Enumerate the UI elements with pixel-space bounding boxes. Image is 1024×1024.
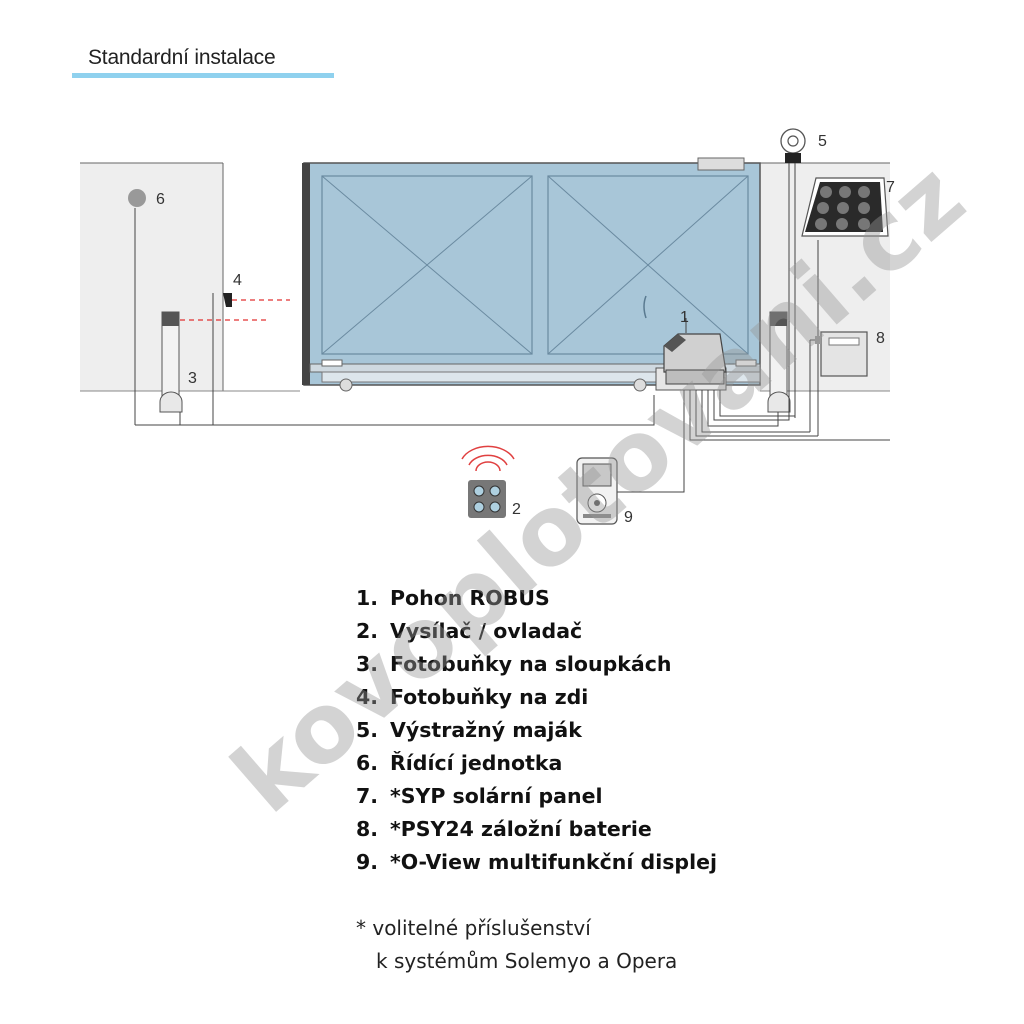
page-title: Standardní instalace (88, 46, 276, 69)
wall-photocell: 4 (180, 272, 290, 425)
legend-item: 6.Řídící jednotka (356, 751, 563, 775)
legend-item: 5.Výstražný maják (356, 718, 582, 742)
legend-item: 1.Pohon ROBUS (356, 586, 550, 610)
post-photocell-right (767, 311, 791, 413)
label-post-photocells: 3 (188, 370, 197, 387)
legend-item: 3.Fotobuňky na sloupkách (356, 652, 672, 676)
wiring (135, 390, 890, 493)
transmitter: 2 (461, 445, 521, 518)
beacon: 5 (780, 128, 827, 418)
label-beacon: 5 (818, 133, 827, 150)
footnote-line: * volitelné příslušenství (356, 916, 591, 940)
label-display: 9 (624, 509, 633, 526)
label-wall-photocells: 4 (233, 272, 242, 289)
legend-item: 9.*O-View multifunkční displej (356, 850, 718, 874)
robus-motor: 1 (655, 309, 727, 391)
installation-diagram: 6 3 4 5 7 (80, 128, 895, 526)
title-underline (72, 73, 334, 78)
label-control-unit: 6 (156, 191, 165, 208)
legend-item: 2.Vysílač / ovladač (356, 619, 583, 643)
control-unit: 6 (128, 189, 165, 425)
left-wall (80, 162, 300, 392)
legend-item: 4.Fotobuňky na zdi (356, 685, 589, 709)
post-photocell-left: 3 (159, 311, 197, 413)
legend-item: 7.*SYP solární panel (356, 784, 603, 808)
label-transmitter: 2 (512, 501, 521, 518)
label-battery: 8 (876, 330, 885, 347)
footnote-line: k systémům Solemyo a Opera (376, 949, 678, 973)
backup-battery: 8 (809, 330, 885, 432)
legend-item: 8.*PSY24 záložní baterie (356, 817, 652, 841)
legend-list: 1.Pohon ROBUS 2.Vysílač / ovladač 3.Foto… (356, 582, 717, 879)
solar-panel: 7 (801, 177, 895, 436)
oview-display: 9 (576, 457, 633, 526)
label-solar-panel: 7 (886, 179, 895, 196)
footnote: * volitelné příslušenství k systémům Sol… (356, 912, 677, 978)
label-robus: 1 (680, 309, 689, 326)
